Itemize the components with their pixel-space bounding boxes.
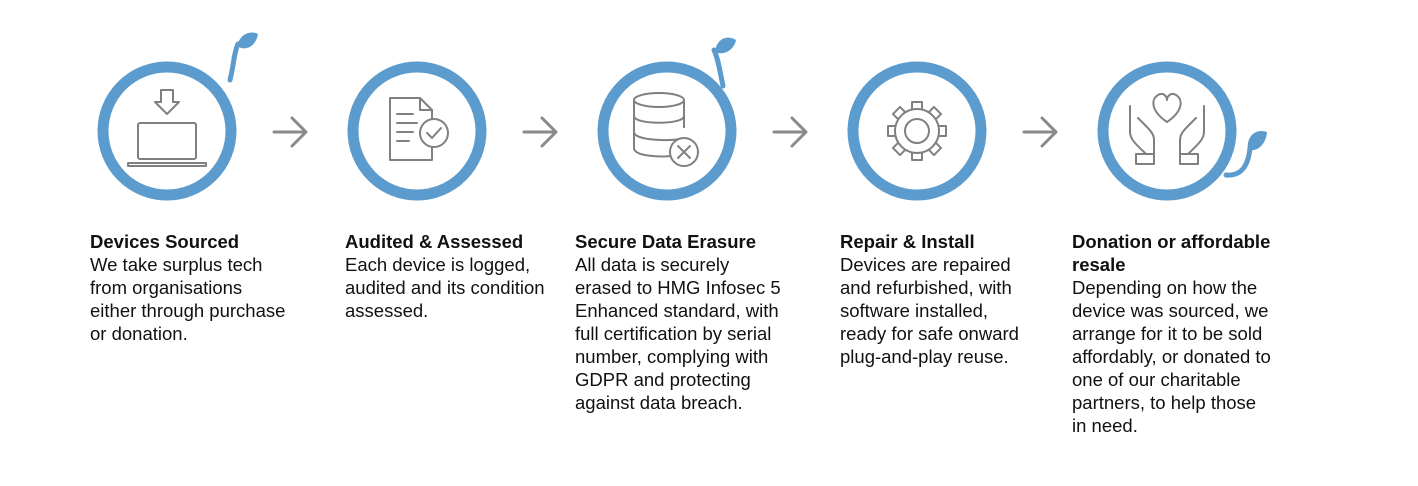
step-3-icon	[597, 37, 737, 201]
sprout-icon	[711, 37, 736, 89]
step-desc-line: and refurbished, with	[840, 277, 1012, 298]
step-desc-line: GDPR and protecting	[575, 369, 751, 390]
step-desc-line: partners, to help those	[1072, 392, 1257, 413]
step-title: resale	[1072, 254, 1126, 275]
step-title: Donation or affordable	[1072, 231, 1271, 252]
step-desc-line: affordably, or donated to	[1072, 346, 1271, 367]
arrow-4-to-5	[1022, 116, 1058, 148]
step-title: Repair & Install	[840, 231, 975, 252]
hands-heart-icon	[1129, 92, 1205, 165]
sprout-icon	[1223, 130, 1267, 178]
step-desc-line: one of our charitable	[1072, 369, 1241, 390]
step-desc-line: ready for safe onward	[840, 323, 1019, 344]
step-desc-line: device was sourced, we	[1072, 300, 1269, 321]
document-check-icon	[389, 97, 449, 161]
step-desc-line: All data is securely	[575, 254, 730, 275]
step-desc-line: in need.	[1072, 415, 1138, 436]
step-desc-line: or donation.	[90, 323, 188, 344]
step-title: Secure Data Erasure	[575, 231, 756, 252]
step-2-text: Audited & Assessed Each device is logged…	[345, 230, 570, 322]
database-erase-icon	[633, 92, 699, 167]
step-1-text: Devices Sourced We take surplus tech fro…	[90, 230, 325, 345]
step-desc-line: Enhanced standard, with	[575, 300, 779, 321]
step-desc-line: We take surplus tech	[90, 254, 263, 275]
step-desc-line: software installed,	[840, 300, 989, 321]
step-desc-line: arrange for it to be sold	[1072, 323, 1263, 344]
step-desc-line: Devices are repaired	[840, 254, 1011, 275]
step-desc-line: erased to HMG Infosec 5	[575, 277, 781, 298]
step-desc-line: Depending on how the	[1072, 277, 1258, 298]
step-4-icon	[847, 61, 987, 201]
step-title: Audited & Assessed	[345, 231, 524, 252]
step-5-text: Donation or affordable resale Depending …	[1072, 230, 1312, 437]
sprout-icon	[227, 32, 258, 83]
step-desc-line: full certification by serial	[575, 323, 772, 344]
arrow-1-to-2	[272, 116, 308, 148]
step-1-icon	[97, 32, 258, 201]
step-5-icon	[1097, 61, 1267, 201]
step-desc-line: either through purchase	[90, 300, 286, 321]
step-title: Devices Sourced	[90, 231, 240, 252]
step-desc-line: assessed.	[345, 300, 429, 321]
step-desc-line: from organisations	[90, 277, 243, 298]
step-3-text: Secure Data Erasure All data is securely…	[575, 230, 825, 414]
step-desc-line: audited and its condition	[345, 277, 545, 298]
laptop-download-icon	[127, 89, 207, 167]
step-4-text: Repair & Install Devices are repaired an…	[840, 230, 1065, 368]
step-desc-line: Each device is logged,	[345, 254, 531, 275]
arrow-2-to-3	[522, 116, 558, 148]
gear-icon	[887, 101, 947, 161]
step-desc-line: plug-and-play reuse.	[840, 346, 1009, 367]
arrow-3-to-4	[772, 116, 808, 148]
step-2-icon	[347, 61, 487, 201]
step-desc-line: against data breach.	[575, 392, 743, 413]
step-desc-line: number, complying with	[575, 346, 769, 367]
